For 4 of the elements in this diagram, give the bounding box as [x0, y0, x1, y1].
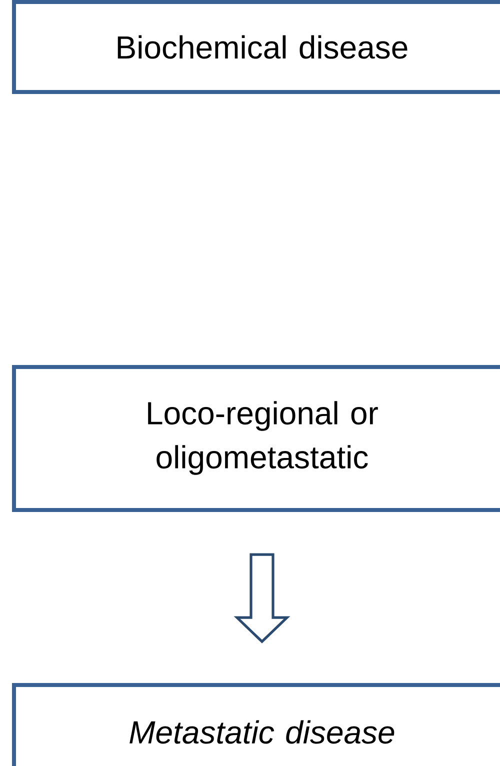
process-box: Loco-regional or oligometastatic — [12, 365, 500, 512]
arrow — [234, 553, 290, 644]
process-box: Biochemical disease — [12, 0, 500, 94]
process-box: Metastatic disease — [12, 683, 500, 766]
